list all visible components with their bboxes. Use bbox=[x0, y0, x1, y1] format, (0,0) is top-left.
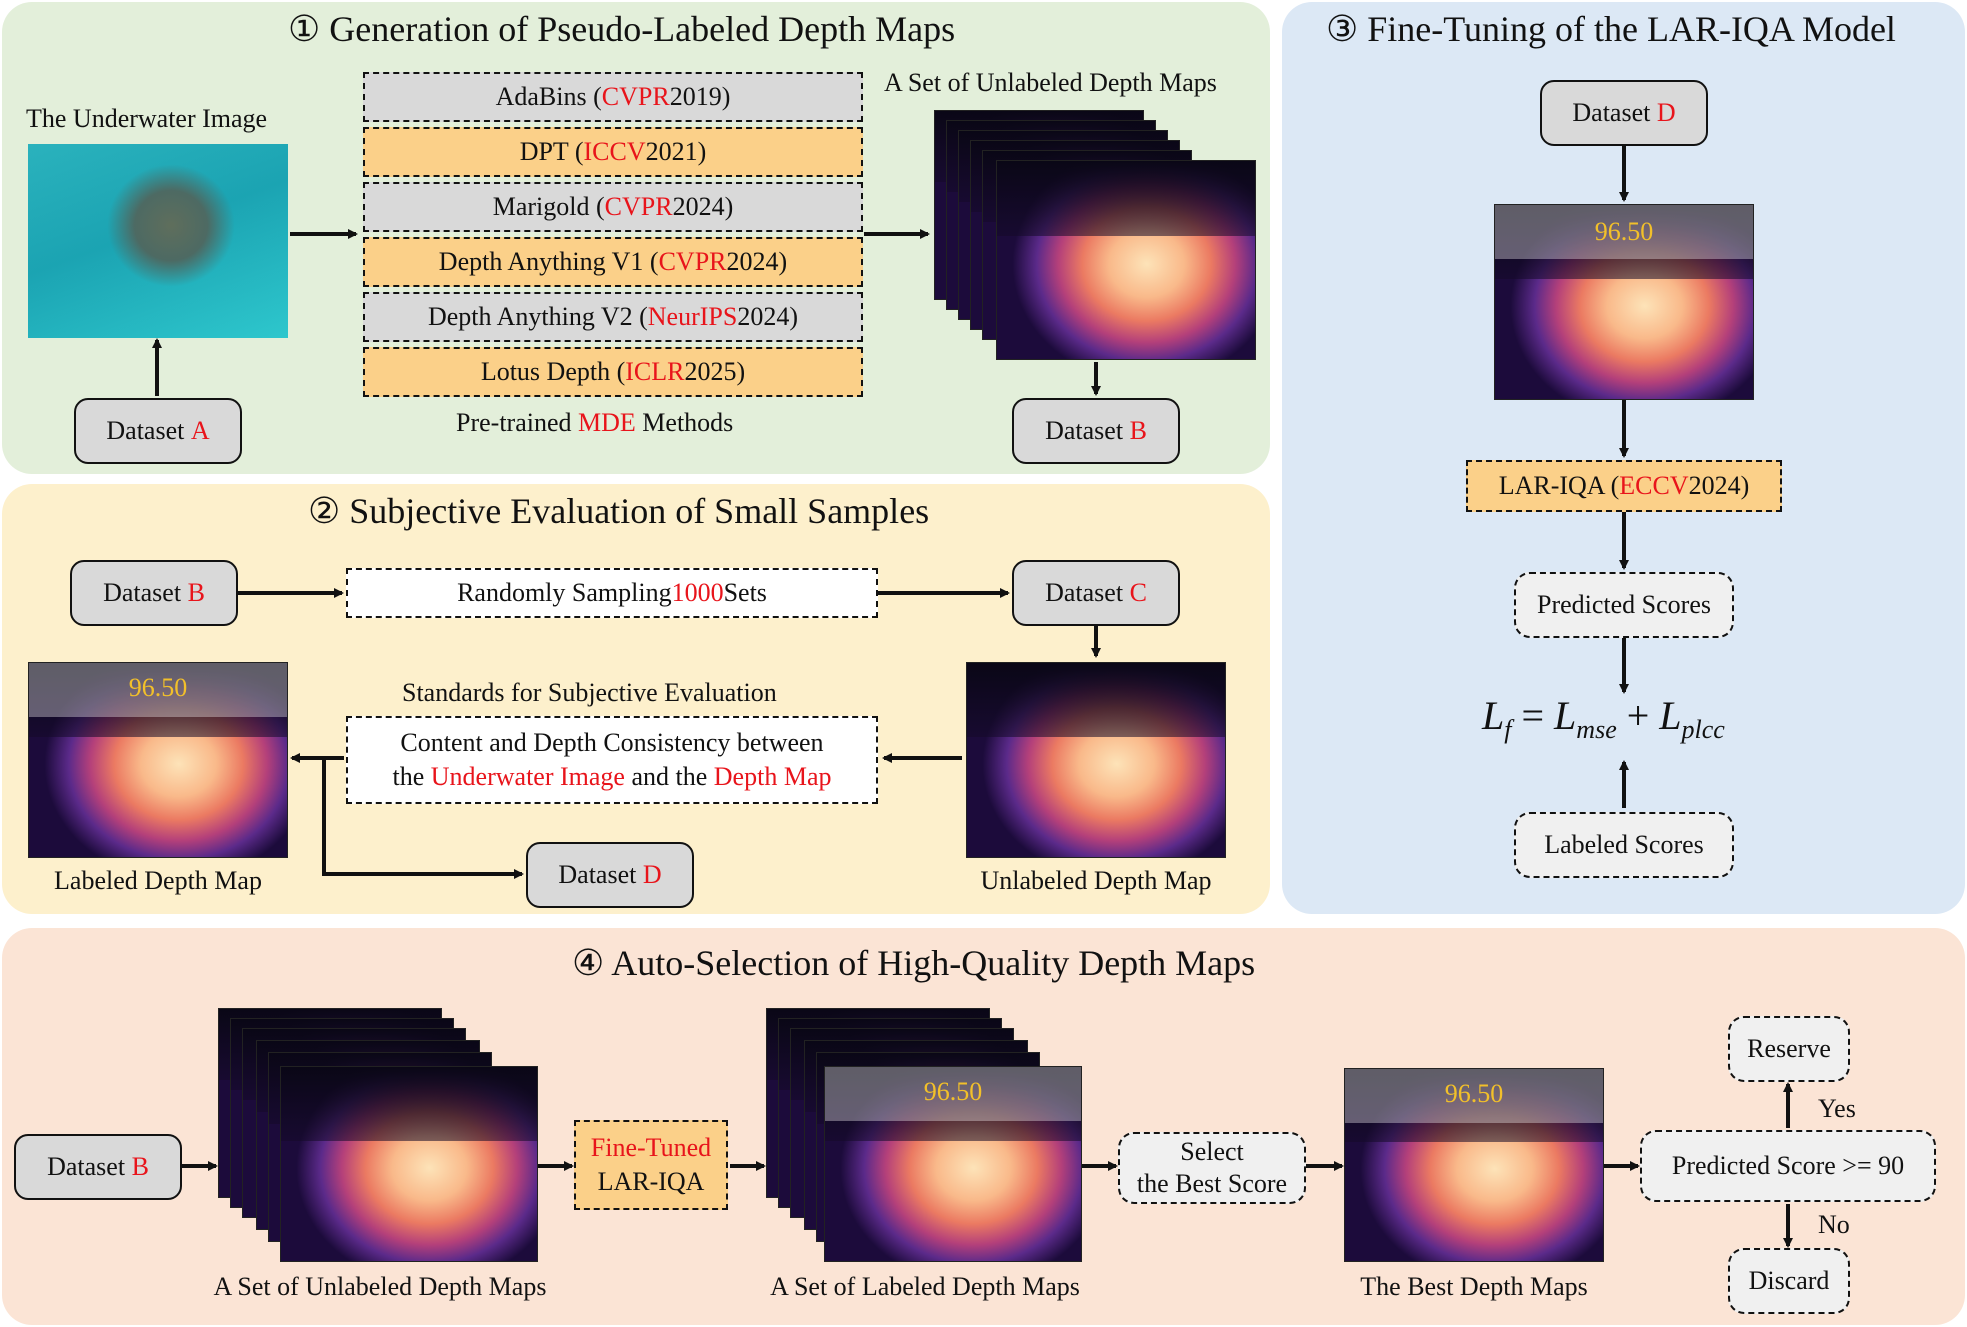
discard-box: Discard bbox=[1728, 1248, 1850, 1314]
dataset-b-box-panel4: Dataset B bbox=[14, 1134, 182, 1200]
dataset-b-box-panel2: Dataset B bbox=[70, 560, 238, 626]
labeled-stack-score: 96.50 bbox=[923, 1077, 983, 1106]
lar-iqa-box: LAR-IQA (ECCV 2024) bbox=[1466, 460, 1782, 512]
standards-title: Standards for Subjective Evaluation bbox=[402, 678, 777, 707]
score-condition-box: Predicted Score >= 90 bbox=[1640, 1130, 1936, 1202]
yes-label: Yes bbox=[1818, 1094, 1856, 1123]
labeled-scores-box: Labeled Scores bbox=[1514, 812, 1734, 878]
labeled-depth-map-caption: Labeled Depth Map bbox=[54, 866, 262, 895]
reserve-box: Reserve bbox=[1728, 1016, 1850, 1082]
underwater-image bbox=[28, 144, 288, 338]
scored-depth-map: 96.50 bbox=[1494, 204, 1754, 400]
dataset-a-box: Dataset A bbox=[74, 398, 242, 464]
method-dpt: DPT (ICCV 2021) bbox=[363, 127, 863, 177]
panel2-title: ② Subjective Evaluation of Small Samples bbox=[308, 491, 930, 531]
dataset-d-box-panel3: Dataset D bbox=[1540, 80, 1708, 146]
method-adabins: AdaBins (CVPR 2019) bbox=[363, 72, 863, 122]
no-label: No bbox=[1818, 1210, 1850, 1239]
scored-depth-map-score: 96.50 bbox=[1594, 217, 1654, 246]
mde-methods-caption: Pre-trained MDE Methods bbox=[456, 408, 734, 437]
method-depth-anything-v1: Depth Anything V1 (CVPR 2024) bbox=[363, 237, 863, 287]
fine-tuned-lar-iqa-box: Fine-Tuned LAR-IQA bbox=[574, 1120, 728, 1210]
labeled-depth-map: 96.50 bbox=[28, 662, 288, 858]
select-best-score-box: Select the Best Score bbox=[1118, 1132, 1306, 1204]
method-depth-anything-v2: Depth Anything V2 (NeurIPS 2024) bbox=[363, 292, 863, 342]
panel3-title: ③ Fine-Tuning of the LAR-IQA Model bbox=[1326, 9, 1896, 49]
best-depth-map-score: 96.50 bbox=[1444, 1079, 1504, 1108]
random-sampling-box: Randomly Sampling 1000 Sets bbox=[346, 568, 878, 618]
labeled-set-caption: A Set of Labeled Depth Maps bbox=[770, 1272, 1080, 1301]
underwater-image-label: The Underwater Image bbox=[26, 104, 268, 133]
labeled-score: 96.50 bbox=[128, 673, 188, 702]
dataset-c-box: Dataset C bbox=[1012, 560, 1180, 626]
panel4-title: ④ Auto-Selection of High-Quality Depth M… bbox=[572, 943, 1256, 983]
unlabeled-depth-map bbox=[966, 662, 1226, 858]
best-depth-map: 96.50 bbox=[1344, 1068, 1604, 1262]
standards-box: Content and Depth Consistency between th… bbox=[346, 716, 878, 804]
loss-formula: Lf = Lmse + Lplcc bbox=[1482, 693, 1725, 744]
best-depth-maps-caption: The Best Depth Maps bbox=[1360, 1272, 1588, 1301]
unlabeled-set-caption: A Set of Unlabeled Depth Maps bbox=[213, 1272, 547, 1301]
method-lotus-depth: Lotus Depth (ICLR 2025) bbox=[363, 347, 863, 397]
unlabeled-depth-set-label: A Set of Unlabeled Depth Maps bbox=[884, 68, 1217, 97]
panel1-title: ① Generation of Pseudo-Labeled Depth Map… bbox=[288, 9, 956, 49]
dataset-b-box-panel1: Dataset B bbox=[1012, 398, 1180, 464]
unlabeled-depth-map-caption: Unlabeled Depth Map bbox=[980, 866, 1212, 895]
dataset-d-box-panel2: Dataset D bbox=[526, 842, 694, 908]
predicted-scores-box: Predicted Scores bbox=[1514, 572, 1734, 638]
method-marigold: Marigold (CVPR 2024) bbox=[363, 182, 863, 232]
